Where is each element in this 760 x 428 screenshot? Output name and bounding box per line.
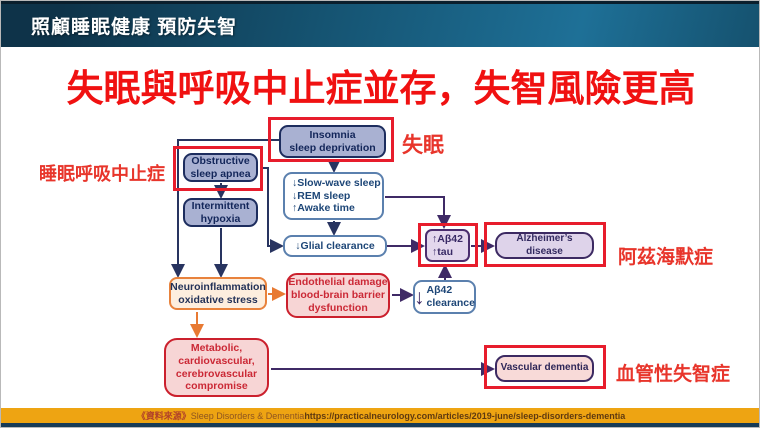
label-vascular: 血管性失智症 bbox=[616, 364, 731, 385]
abeta-clearance-box: ↓ Aβ42 clearance bbox=[413, 280, 476, 314]
text-line: Alzheimer’s disease bbox=[516, 233, 573, 257]
text-line: hypoxia bbox=[200, 212, 241, 225]
down-arrow-glyph: ↓ bbox=[414, 285, 425, 309]
text-line: cerebrovascular bbox=[175, 367, 258, 380]
source-url: https://practicalneurology.com/articles/… bbox=[304, 410, 626, 421]
text-line: Intermittent bbox=[191, 199, 250, 212]
text-line: blood-brain barrier bbox=[291, 289, 385, 302]
arrow-osa-to-glial bbox=[260, 167, 284, 253]
text-line: clearance bbox=[426, 297, 475, 309]
abeta-tau-box: ↑Aβ42 ↑tau bbox=[425, 229, 470, 262]
header-bar: 照顧睡眠健康 預防失智 bbox=[1, 1, 759, 47]
text-line: sleep deprivation bbox=[289, 141, 376, 154]
sleep-changes-box: ↓Slow-wave sleep ↓REM sleep ↑Awake time bbox=[283, 172, 384, 220]
insomnia-box: Insomnia sleep deprivation bbox=[279, 125, 386, 158]
text-line: ↑Aβ42 bbox=[432, 232, 463, 245]
text-line: compromise bbox=[185, 380, 248, 393]
bottom-strip bbox=[1, 423, 759, 427]
text-line: dysfunction bbox=[308, 301, 368, 314]
text-line: Endothelial damage bbox=[288, 276, 388, 289]
obstructive-sleep-apnea-box: Obstructive sleep apnea bbox=[183, 153, 258, 182]
text-line: Insomnia bbox=[309, 128, 356, 141]
neuroinflammation-box: Neuroinflammation oxidative stress bbox=[169, 277, 267, 310]
text-line: oxidative stress bbox=[178, 293, 258, 306]
text-line: Obstructive bbox=[191, 154, 250, 167]
text-line: Vascular dementia bbox=[500, 362, 589, 374]
text-line: ↑tau bbox=[432, 245, 453, 258]
text-line: Neuroinflammation bbox=[170, 280, 266, 293]
label-sleep-apnea: 睡眠呼吸中止症 bbox=[39, 164, 165, 184]
text-line: ↓Slow-wave sleep bbox=[292, 176, 381, 189]
text-line: cardiovascular, bbox=[178, 354, 255, 367]
source-label: 《資料來源》 bbox=[136, 411, 191, 421]
header-title: 照顧睡眠健康 預防失智 bbox=[31, 17, 238, 38]
metabolic-compromise-box: Metabolic, cardiovascular, cerebrovascul… bbox=[164, 338, 269, 397]
arrow-sleepchanges-to-abeta bbox=[385, 196, 451, 229]
label-alzheimers: 阿茲海默症 bbox=[618, 247, 714, 268]
vascular-dementia-box: Vascular dementia bbox=[495, 355, 594, 382]
text-line: ↓Glial clearance bbox=[295, 239, 375, 252]
intermittent-hypoxia-box: Intermittent hypoxia bbox=[183, 198, 258, 227]
text-line: sleep apnea bbox=[190, 167, 251, 180]
text-line: Metabolic, bbox=[190, 341, 243, 354]
text-line: Aβ42 bbox=[426, 284, 453, 297]
text-line: ↓REM sleep bbox=[292, 189, 351, 202]
source-text: Sleep Disorders & Dementia bbox=[190, 410, 305, 421]
label-insomnia: 失眠 bbox=[402, 134, 444, 157]
source-bar: 《資料來源》 Sleep Disorders & Dementia https:… bbox=[1, 408, 759, 423]
alzheimers-disease-box: Alzheimer’s disease bbox=[495, 232, 594, 259]
glial-clearance-box: ↓Glial clearance bbox=[283, 235, 387, 257]
endothelial-damage-box: Endothelial damage blood-brain barrier d… bbox=[286, 273, 390, 318]
text-line: ↑Awake time bbox=[292, 202, 355, 215]
slide-title: 失眠與呼吸中止症並存，失智風險更高 bbox=[66, 68, 696, 109]
